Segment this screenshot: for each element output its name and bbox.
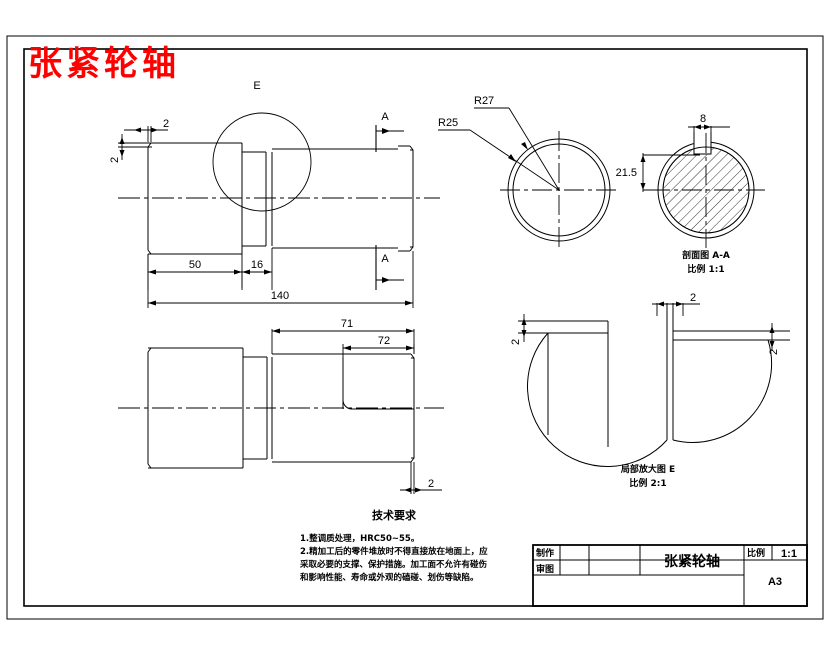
- dim-arrow: [119, 150, 125, 157]
- title-block-scale-value: 1:1: [781, 548, 797, 560]
- leader-arrow: [508, 154, 516, 162]
- dim-chamfer-h-text: 2: [163, 118, 169, 130]
- detail-circle-e: [212, 112, 312, 212]
- title-block-made-by-label: 制作: [536, 547, 554, 559]
- red-part-title: 张紧轮轴: [28, 44, 180, 84]
- keyway-slot: [342, 357, 414, 410]
- label-r27: R27: [474, 95, 494, 107]
- dim-2-left-text: 2: [510, 339, 522, 345]
- right-end-chamfer: [409, 145, 414, 252]
- tech-requirements-heading: 技术要求: [372, 508, 417, 522]
- detail-view-scale: 比例 2:1: [629, 477, 666, 489]
- title-block-grid: [533, 545, 807, 606]
- dim-arrow: [640, 183, 646, 190]
- detail-view-title: 局部放大图 E: [621, 463, 675, 475]
- main-view: E 2 2 50: [109, 80, 440, 308]
- front-circle-view: R27 R25: [438, 95, 618, 249]
- dim-arrow: [676, 301, 683, 307]
- sheet-border: [6, 35, 824, 620]
- tech-requirement-line-2: 2.精加工后的零件堆放时不得直接放在地面上，应: [300, 546, 488, 557]
- dim-arrow: [148, 269, 156, 275]
- outer-frame: [6, 35, 824, 620]
- keyway-bottom: [693, 145, 712, 155]
- dim-arrow: [405, 300, 413, 306]
- title-block-part-name: 张紧轮轴: [664, 553, 720, 570]
- dim-16-text: 16: [251, 259, 263, 271]
- dim-arrow: [415, 487, 422, 493]
- dim-2-top-text: 2: [690, 292, 696, 304]
- leader-arrow: [521, 142, 528, 150]
- title-block-checked-by-label: 审图: [536, 563, 554, 575]
- dim-arrow: [657, 301, 664, 307]
- dim-arrow: [694, 124, 701, 130]
- dim-arrow: [404, 487, 411, 493]
- dim-arrow: [272, 328, 280, 334]
- dim-arrow: [151, 127, 158, 133]
- dim-2-bottom-text: 2: [428, 478, 434, 490]
- detail-label-e: E: [253, 80, 260, 92]
- dim-arrow: [234, 269, 242, 275]
- title-block-scale-label: 比例: [747, 547, 765, 559]
- dim-2-right-text: 2: [768, 349, 780, 355]
- inner-frame: [23, 48, 808, 607]
- dim-215-text: 21.5: [616, 167, 637, 179]
- section-arrow-bottom: [382, 277, 390, 283]
- dim-140-text: 140: [271, 290, 289, 302]
- dim-chamfer-v-text: 2: [109, 157, 121, 163]
- section-label-a-bottom: A: [381, 253, 389, 265]
- tech-requirement-line-4: 和影响性能、寿命或外观的磕碰、划伤等缺陷。: [300, 572, 479, 583]
- section-view-aa: 8 21.5 剖面图 A-A 比例 1:1: [616, 113, 765, 275]
- tech-requirement-line-1: 1.整调质处理，HRC50~55。: [300, 533, 419, 544]
- dim-50-text: 50: [189, 259, 201, 271]
- label-r25: R25: [438, 117, 458, 129]
- section-label-a-top: A: [381, 111, 389, 123]
- dim-arrow: [264, 269, 272, 275]
- bottom-shaft-outline: [147, 347, 415, 469]
- left-chamfer: [147, 142, 152, 255]
- leader-r27: [474, 107, 560, 191]
- dim-arrow: [134, 127, 141, 133]
- dim-arrow: [343, 345, 351, 351]
- dim-arrow: [521, 318, 527, 325]
- section-view-scale: 比例 1:1: [687, 263, 724, 275]
- dim-arrow: [640, 155, 646, 162]
- keyway-mask: [694, 132, 711, 145]
- dim-arrow: [242, 269, 250, 275]
- section-arrow-top: [382, 128, 390, 134]
- dim-71-text: 71: [341, 318, 353, 330]
- dim-72-ext: [342, 344, 415, 357]
- dim-arrow: [769, 341, 775, 348]
- dim-arrow: [406, 328, 414, 334]
- title-block: 制作 审图 张紧轮轴 比例 1:1 A3: [532, 544, 808, 607]
- dim-arrow: [704, 124, 711, 130]
- bottom-left-view: 71 72 2: [118, 318, 444, 494]
- detail-view-e: 2 2 2 局部放大图 E 比例 2:1: [510, 292, 790, 489]
- dim-72-text: 72: [378, 335, 390, 347]
- section-view-title: 剖面图 A-A: [682, 249, 730, 261]
- dim-arrow: [406, 345, 414, 351]
- dim-arrow: [148, 300, 156, 306]
- dim-arrow: [119, 137, 125, 144]
- dim-8-text: 8: [700, 113, 706, 125]
- tech-requirement-line-3: 采取必要的支撑、保护措施。加工面不允许有碰伤: [299, 559, 488, 570]
- dim-arrow: [769, 326, 775, 333]
- tech-requirements-block: 技术要求 1.整调质处理，HRC50~55。 2.精加工后的零件堆放时不得直接放…: [299, 508, 488, 583]
- dim-arrow: [521, 330, 527, 337]
- right-chamfer-line: [410, 149, 413, 248]
- title-block-sheet-size: A3: [768, 576, 782, 588]
